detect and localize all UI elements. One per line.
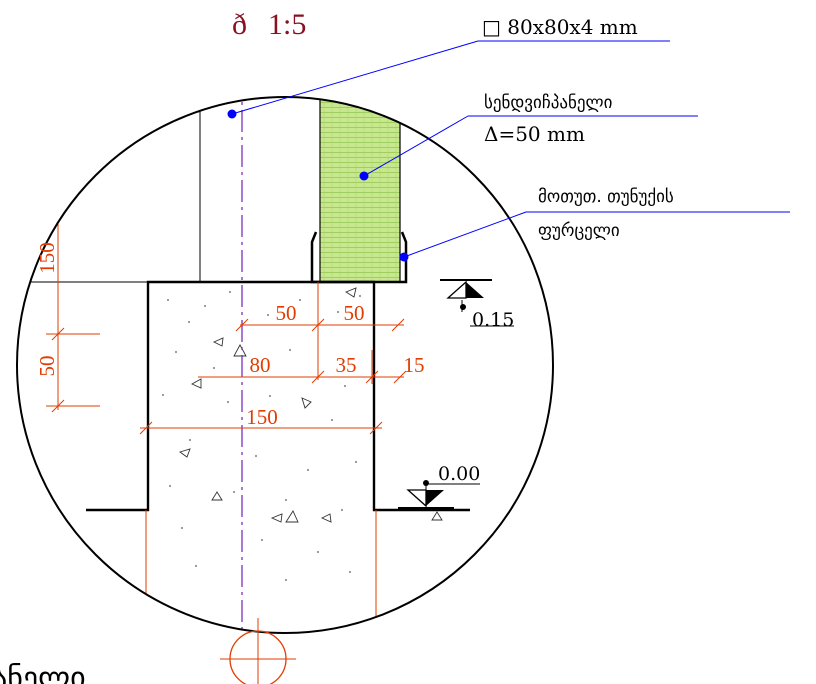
dim-row2-c: 15: [404, 353, 425, 377]
axis-marker: [220, 618, 296, 684]
aggregate-triangles: [178, 287, 443, 523]
leader-dots: [227, 109, 409, 262]
dim-vertical-150: 150: [35, 242, 59, 274]
level-lower-text: 0.00: [438, 463, 480, 485]
scale-letter: ð: [232, 8, 247, 41]
dim-vertical-50: 50: [35, 356, 59, 377]
profile-label: □ 80x80x4 mm: [482, 15, 638, 39]
insulation-label-line2: Δ=50 mm: [484, 122, 585, 146]
insulation-label-line1: სენდვიჩპანელი: [484, 93, 612, 113]
concrete-plinth: [86, 280, 470, 512]
scale-ratio: 1:5: [268, 8, 306, 41]
leader-lines: [231, 40, 790, 258]
flashing-label-line2: ფურცელი: [538, 221, 620, 241]
concrete-hatching: [162, 291, 361, 581]
level-marker-upper: [440, 279, 514, 327]
dim-row2-b: 35: [336, 353, 357, 377]
dim-row1-b: 50: [344, 301, 365, 325]
dim-row3: 150: [246, 405, 278, 429]
bottom-title-fragment: ანელი: [0, 661, 86, 684]
dim-row2-a: 80: [250, 353, 271, 377]
level-upper-text: 0.15: [472, 309, 514, 331]
sandwich-panel: [319, 97, 401, 283]
flashing-label-line1: მოთუთ. თუნუქის: [538, 187, 674, 207]
detail-circle: [16, 96, 554, 634]
detail-content: [18, 97, 470, 633]
dim-row1-a: 50: [276, 301, 297, 325]
level-marker-lower: [398, 480, 480, 509]
